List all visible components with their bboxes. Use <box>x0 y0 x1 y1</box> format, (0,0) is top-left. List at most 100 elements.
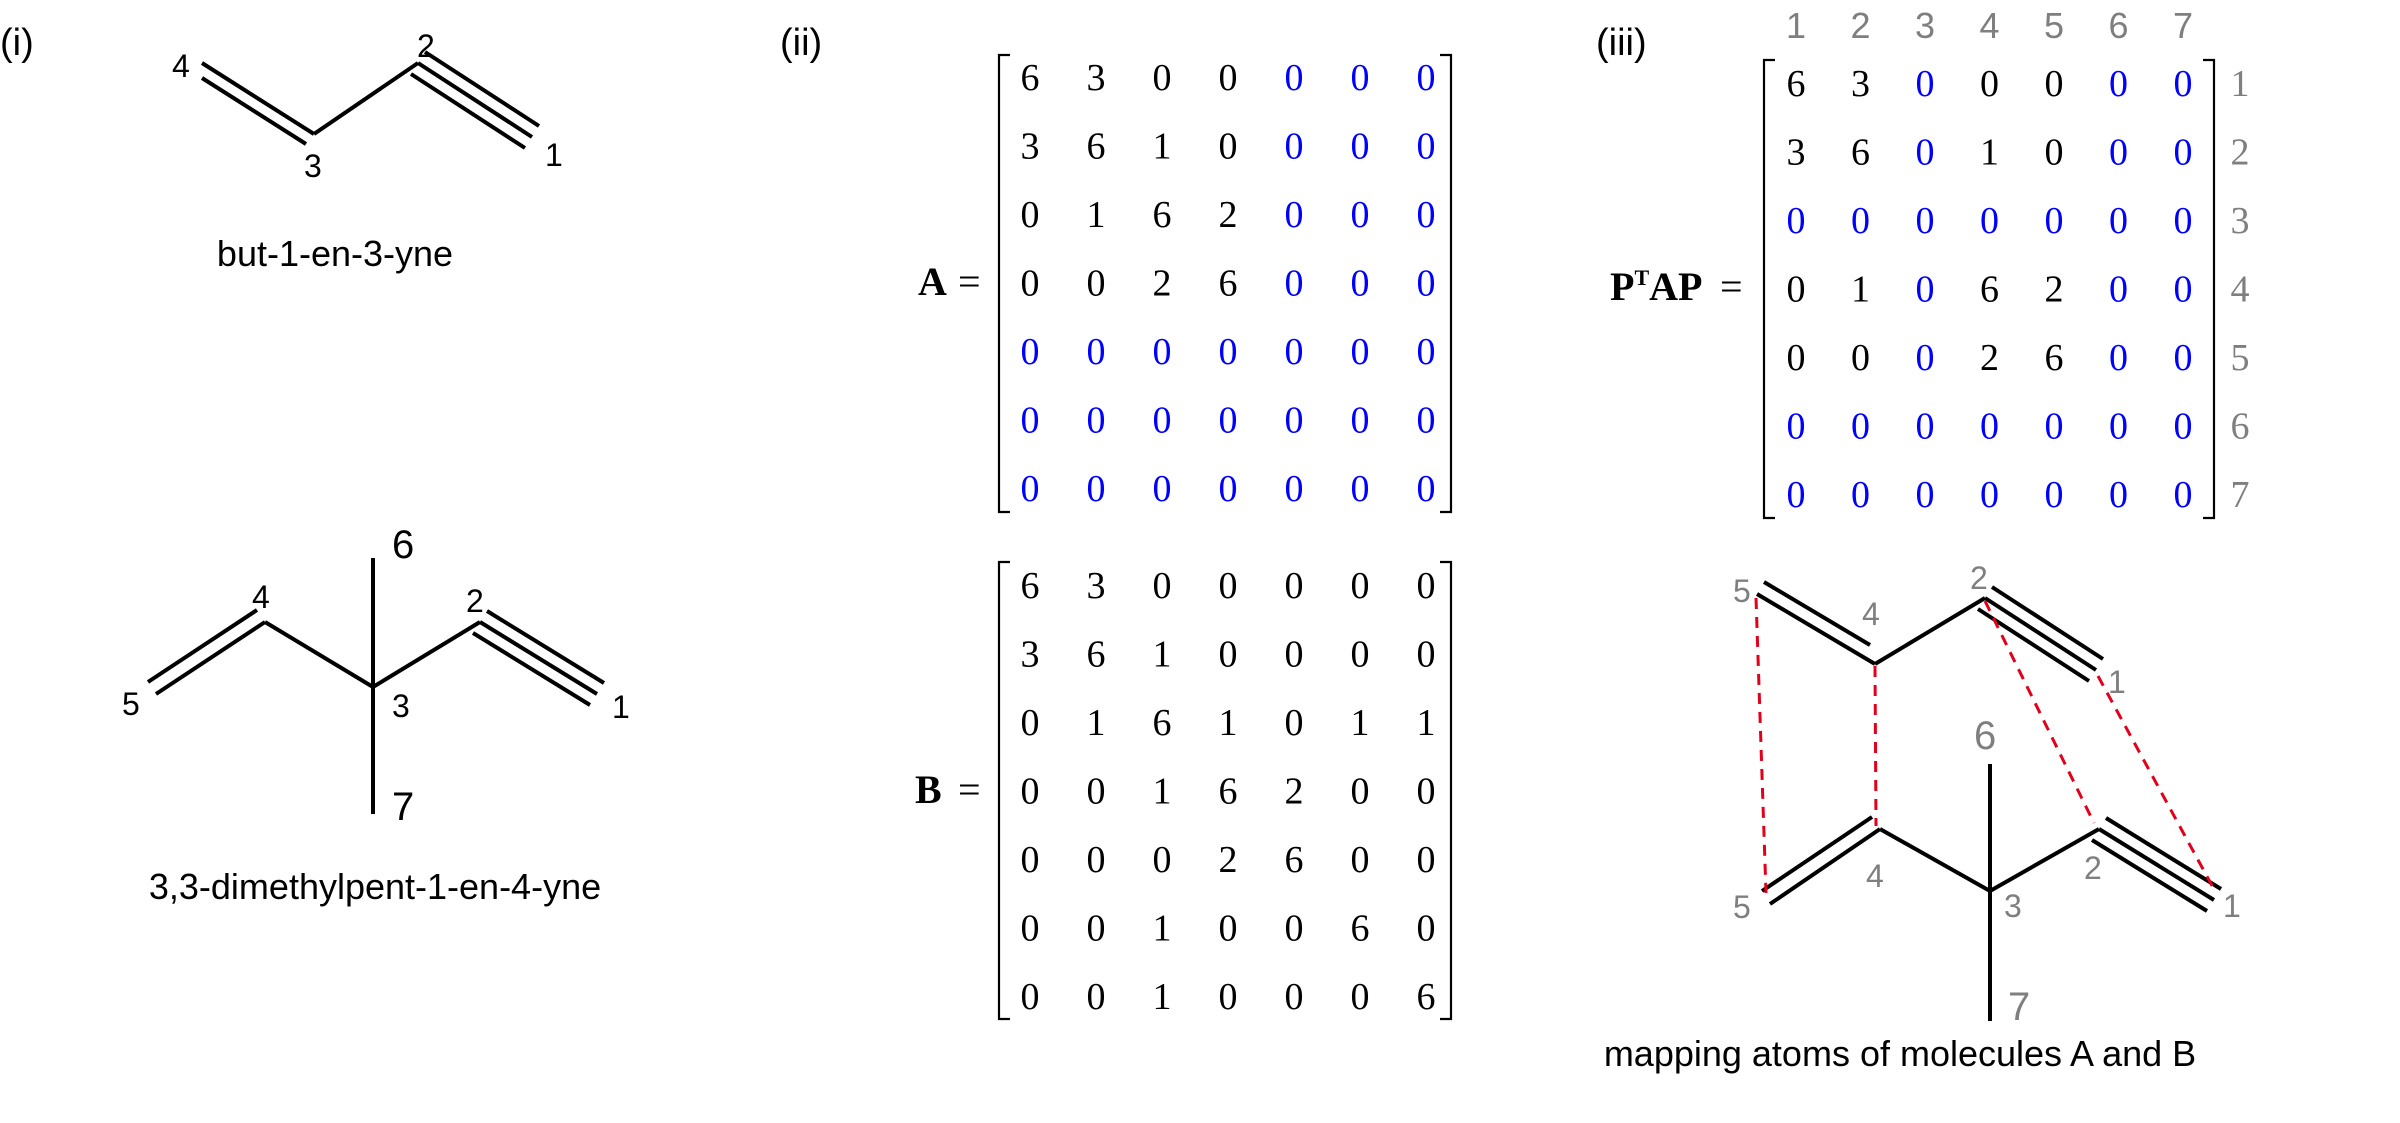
mol-b-atom-6: 6 <box>392 523 414 567</box>
matrix-a-cell: 1 <box>1087 194 1106 236</box>
ptap-row-index: 2 <box>2231 132 2250 174</box>
matrix-p-cell: 6 <box>1851 132 1870 174</box>
matrix-p-cell: 0 <box>1851 474 1870 516</box>
matrix-a-cell: 0 <box>1021 400 1040 442</box>
matrix-b-cell: 0 <box>1417 908 1436 950</box>
matrix-b-cell: 0 <box>1219 908 1238 950</box>
matrix-p-cell: 1 <box>1980 132 1999 174</box>
mapping-bottom-structure <box>1760 764 2223 1021</box>
ptap-a: A <box>1649 264 1678 309</box>
matrix-p-cell: 0 <box>1787 337 1806 379</box>
matrix-p-cell: 0 <box>1916 200 1935 242</box>
panel-label-i: (i) <box>0 22 34 64</box>
matrix-p-cell: 1 <box>1851 269 1870 311</box>
matrix-p-cell: 0 <box>1916 337 1935 379</box>
ptap-column-index: 6 <box>2108 5 2128 46</box>
matrix-a-cell: 0 <box>1153 331 1172 373</box>
matrix-p-cell: 6 <box>1787 63 1806 105</box>
matrix-p-cell: 0 <box>2109 269 2128 311</box>
matrix-b-cell: 0 <box>1351 976 1370 1018</box>
matrix-a-cell: 0 <box>1351 331 1370 373</box>
matrix-b-cell: 0 <box>1021 702 1040 744</box>
mol-a-atom-3: 3 <box>304 148 322 184</box>
matrix-b-cell: 0 <box>1219 976 1238 1018</box>
matrix-b-cell: 1 <box>1417 702 1436 744</box>
matrix-a-cell: 3 <box>1087 57 1106 99</box>
map-bottom-atom-7: 7 <box>2008 985 2030 1029</box>
mol-a-name: but-1-en-3-yne <box>217 233 453 274</box>
matrix-a-cell: 0 <box>1153 400 1172 442</box>
molecule-a-structure <box>200 50 541 150</box>
matrix-b-cell: 0 <box>1153 839 1172 881</box>
matrix-a-cell: 0 <box>1021 263 1040 305</box>
matrix-a-cell: 0 <box>1351 263 1370 305</box>
mapping-top-structure <box>1755 580 2105 683</box>
matrix-p-cell: 0 <box>2174 474 2193 516</box>
matrix-p-cell: 0 <box>1787 474 1806 516</box>
matrix-p-cell: 0 <box>1916 406 1935 448</box>
matrix-p-cell: 0 <box>2045 63 2064 105</box>
matrix-a-cell: 0 <box>1351 468 1370 510</box>
matrix-a-cell: 0 <box>1285 468 1304 510</box>
map-bottom-atom-3: 3 <box>2004 888 2022 924</box>
matrix-a-cell: 0 <box>1021 331 1040 373</box>
map-top-atom-5: 5 <box>1733 573 1751 609</box>
matrix-a-cell: 0 <box>1021 468 1040 510</box>
matrix-a-cell: 6 <box>1153 194 1172 236</box>
matrix-b-cell: 1 <box>1087 702 1106 744</box>
map-link-1-1 <box>2096 675 2218 894</box>
matrix-a-cell: 0 <box>1219 57 1238 99</box>
matrix-a-cell: 0 <box>1087 468 1106 510</box>
svg-text:PTAP: PTAP <box>1610 264 1702 309</box>
ptap-p1: P <box>1610 264 1634 309</box>
ptap-row-index: 1 <box>2231 63 2250 105</box>
matrix-p-cell: 0 <box>2174 200 2193 242</box>
matrix-p-cell: 0 <box>2045 406 2064 448</box>
matrix-b-cell: 1 <box>1219 702 1238 744</box>
bond-c4-c3-double <box>200 61 316 136</box>
matrix-b-cell: 0 <box>1021 976 1040 1018</box>
matrix-a-cell: 0 <box>1417 400 1436 442</box>
matrix-p-cell: 0 <box>1980 63 1999 105</box>
matrix-p-cell: 0 <box>2174 63 2193 105</box>
matrix-p-cell: 0 <box>2109 200 2128 242</box>
matrix-a-cell: 0 <box>1219 331 1238 373</box>
mapping-caption: mapping atoms of molecules A and B <box>1604 1033 2196 1074</box>
map-bottom-atom-1: 1 <box>2223 888 2241 924</box>
matrix-a-cell: 0 <box>1153 57 1172 99</box>
matrix-a-cell: 2 <box>1153 263 1172 305</box>
matrix-b-cell: 0 <box>1285 565 1304 607</box>
ptap-row-index: 7 <box>2231 474 2250 516</box>
map-top-atom-2: 2 <box>1970 560 1988 596</box>
matrix-a-cell: 1 <box>1153 126 1172 168</box>
bond-c3-c2-single <box>371 620 482 689</box>
matrix-p-cell: 3 <box>1851 63 1870 105</box>
matrix-b-cell: 0 <box>1087 908 1106 950</box>
ptap-sup-t: T <box>1634 265 1649 290</box>
matrix-b-cell: 0 <box>1153 565 1172 607</box>
matrix-p-cell: 0 <box>1916 269 1935 311</box>
matrix-p-cell: 0 <box>1787 406 1806 448</box>
ptap-p2: P <box>1678 264 1702 309</box>
matrix-ptap-left-bracket <box>1762 58 1775 520</box>
matrix-b-cell: 1 <box>1153 976 1172 1018</box>
matrix-p-cell: 6 <box>2045 337 2064 379</box>
matrix-a-cell: 0 <box>1417 126 1436 168</box>
matrix-b-equals: = <box>958 767 981 812</box>
matrix-a-cell: 0 <box>1351 400 1370 442</box>
mol-b-atom-7: 7 <box>392 785 414 829</box>
matrix-b-cell: 0 <box>1351 839 1370 881</box>
matrix-b-cell: 0 <box>1219 565 1238 607</box>
matrix-a-cell: 0 <box>1417 263 1436 305</box>
matrix-b-cell: 6 <box>1417 976 1436 1018</box>
matrix-p-cell: 2 <box>2045 269 2064 311</box>
matrix-b-cell: 3 <box>1087 565 1106 607</box>
matrix-b-cell: 0 <box>1021 839 1040 881</box>
matrix-b-cell: 2 <box>1219 839 1238 881</box>
matrix-p-cell: 0 <box>2109 337 2128 379</box>
matrix-a-cell: 0 <box>1087 400 1106 442</box>
